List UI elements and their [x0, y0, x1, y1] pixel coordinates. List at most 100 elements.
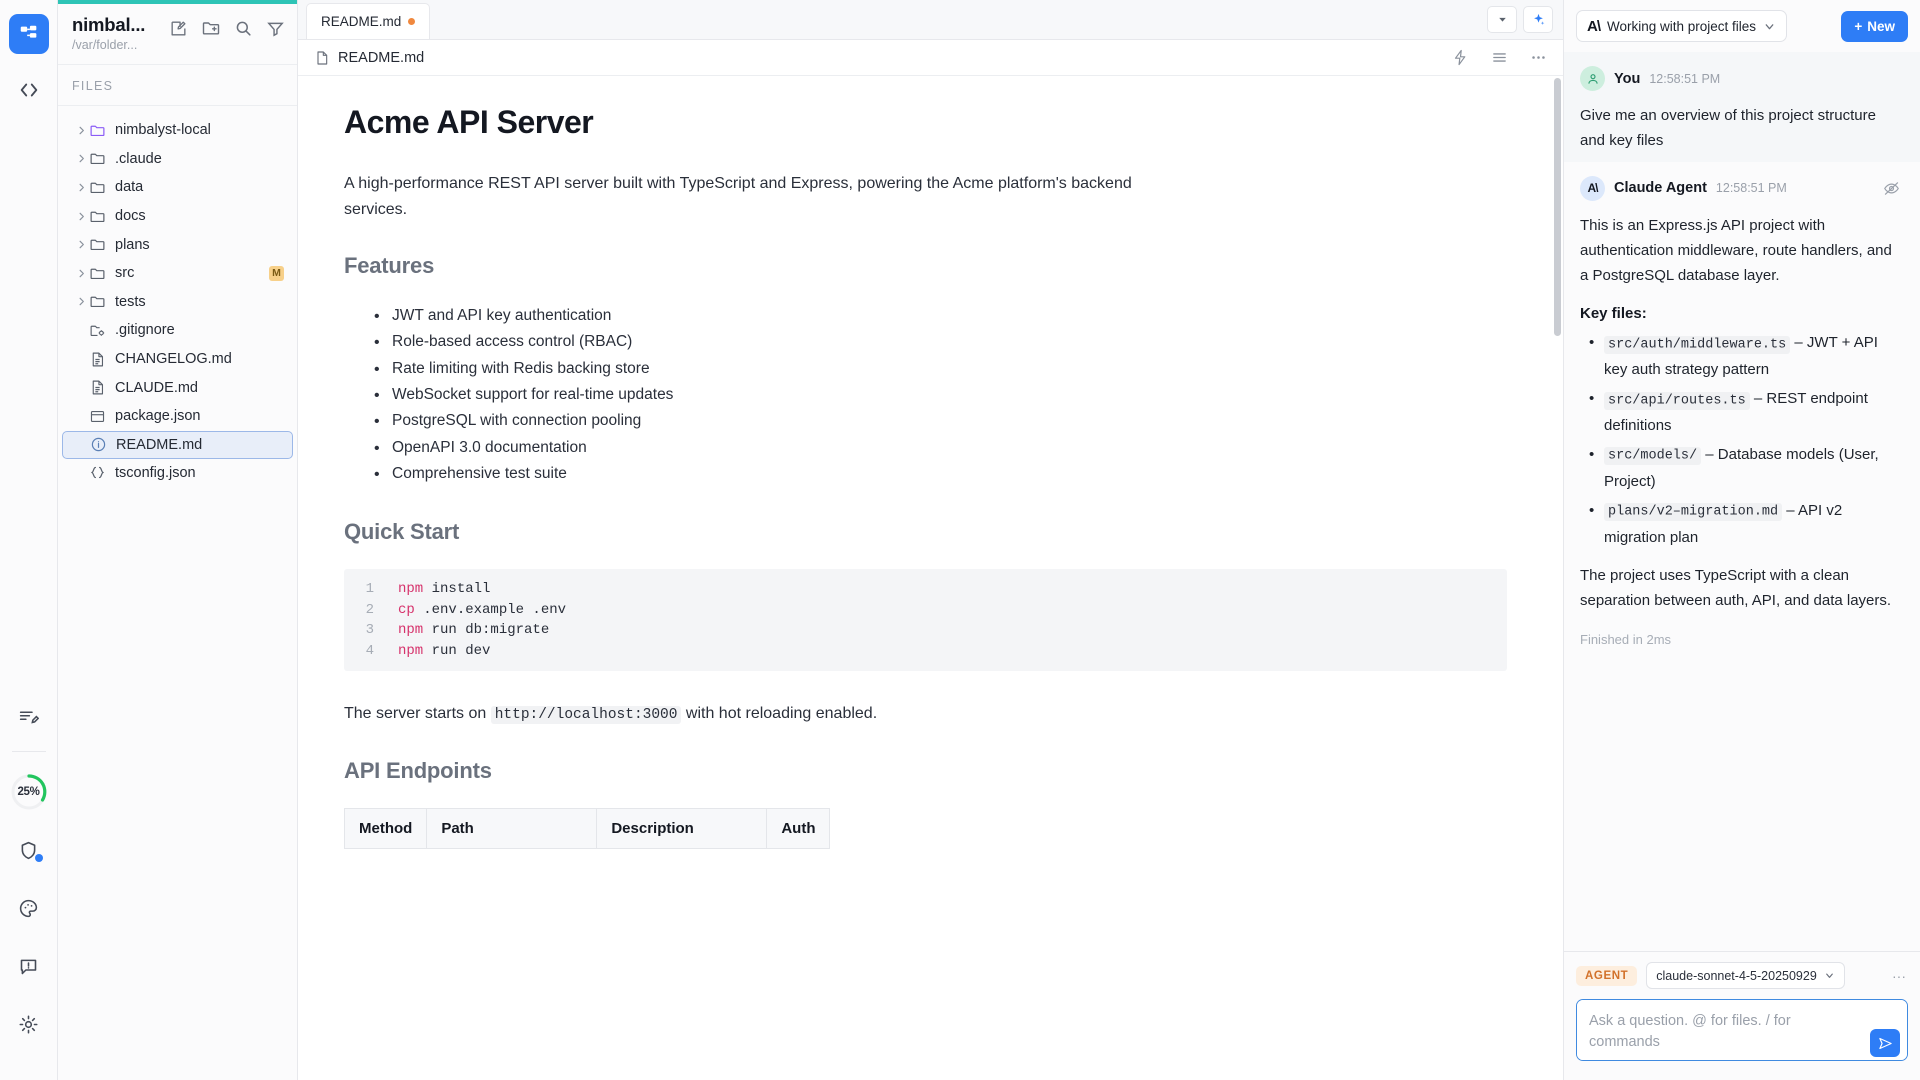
project-path: /var/folder... [72, 38, 138, 52]
avatar [1580, 66, 1605, 91]
folder-icon [89, 122, 111, 139]
table-column-header: Path [426, 807, 598, 849]
shield-icon[interactable] [7, 828, 51, 872]
message-time: 12:58:51 PM [1715, 181, 1787, 196]
folder-icon [89, 179, 111, 196]
document-scrollbar[interactable] [1554, 78, 1561, 336]
file-tree-item-label: tsconfig.json [115, 464, 196, 481]
file-tree-item[interactable]: .claude [62, 145, 293, 174]
message-assistant: A\ Claude Agent 12:58:51 PM This is an E… [1564, 162, 1920, 655]
message-text: Give me an overview of this project stru… [1580, 107, 1876, 149]
chevron-right-icon[interactable] [74, 211, 89, 222]
context-selector[interactable]: A\ Working with project files [1576, 10, 1788, 42]
code-line: 4 npm run dev [344, 641, 1507, 662]
feature-item: JWT and API key authentication [344, 303, 1507, 331]
line-number: 1 [365, 581, 374, 598]
chat-header: A\ Working with project files + New [1564, 0, 1920, 52]
table-column-header: Method [343, 807, 428, 849]
endpoints-heading: API Endpoints [344, 757, 492, 783]
context-usage-ring[interactable]: 25% [7, 770, 51, 814]
notes-edit-icon[interactable] [7, 695, 51, 739]
outline-icon[interactable] [1491, 49, 1508, 66]
model-selector[interactable]: claude-sonnet-4-5-20250929 [1646, 962, 1845, 989]
chat-input[interactable] [1576, 999, 1908, 1061]
filter-icon[interactable] [266, 19, 285, 38]
chevron-right-icon[interactable] [74, 296, 89, 307]
chevron-down-icon[interactable] [1487, 6, 1517, 33]
rail-divider [11, 751, 46, 752]
tab-readme[interactable]: README.md [306, 3, 431, 39]
file-tree-item[interactable]: package.json [62, 402, 293, 431]
chevron-right-icon[interactable] [74, 125, 89, 136]
palette-icon[interactable] [7, 886, 51, 930]
code-text: cp .env.example .env [398, 601, 567, 618]
table-column-header: Description [596, 807, 768, 849]
features-list: JWT and API key authenticationRole-based… [344, 303, 1507, 489]
file-tree-item[interactable]: data [62, 173, 293, 202]
new-chat-button[interactable]: + New [1841, 10, 1908, 42]
file-tree-item[interactable]: tsconfig.json [62, 459, 293, 488]
key-file-item: src/auth/middleware.ts – JWT + API key a… [1580, 330, 1900, 384]
status-badge: M [269, 265, 284, 281]
file-tree-item[interactable]: CLAUDE.md [62, 373, 293, 402]
markdown-preview: Acme API Server A high-performance REST … [298, 76, 1563, 849]
file-tree-item-label: tests [115, 293, 146, 310]
code-text: npm run dev [398, 642, 491, 659]
assistant-intro: This is an Express.js API project with a… [1580, 216, 1892, 284]
key-file-item: plans/v2–migration.md – API v2 migration… [1580, 498, 1900, 552]
message-time: 12:58:51 PM [1649, 71, 1721, 86]
doc-title: Acme API Server [344, 104, 594, 140]
code-brackets-icon[interactable] [7, 68, 51, 112]
gear-icon[interactable] [7, 1002, 51, 1046]
file-tree-item-label: CHANGELOG.md [115, 351, 232, 368]
file-tree-item[interactable]: docs [62, 202, 293, 231]
server-note-after: with hot reloading enabled. [681, 705, 878, 723]
file-icon [89, 379, 111, 396]
chevron-right-icon[interactable] [74, 268, 89, 279]
chevron-right-icon[interactable] [74, 153, 89, 164]
anthropic-logo-icon: A\ [1587, 17, 1601, 35]
chevron-right-icon[interactable] [74, 239, 89, 250]
file-tree-item[interactable]: nimbalyst-local [62, 116, 293, 145]
line-number: 4 [365, 642, 374, 659]
file-tree-item[interactable]: tests [62, 288, 293, 317]
chat-messages[interactable]: You 12:58:51 PM Give me an overview of t… [1564, 52, 1920, 951]
file-icon [89, 351, 111, 368]
composer-overflow-button[interactable]: ··· [1892, 967, 1906, 984]
new-file-icon[interactable] [169, 19, 188, 38]
document-scroll-area[interactable]: Acme API Server A high-performance REST … [298, 76, 1563, 1080]
app-logo-icon[interactable] [8, 14, 49, 54]
context-label: Working with project files [1607, 18, 1757, 34]
hide-thinking-icon[interactable] [1883, 180, 1900, 197]
alert-message-icon[interactable] [7, 944, 51, 988]
chevron-right-icon[interactable] [74, 182, 89, 193]
server-note: The server starts on http://localhost:30… [344, 701, 1144, 727]
more-horizontal-icon[interactable] [1530, 49, 1547, 66]
file-tree-item-label: CLAUDE.md [115, 379, 198, 396]
feature-item: WebSocket support for real-time updates [344, 382, 1507, 410]
file-tree-item-selected[interactable]: README.md [62, 430, 293, 459]
new-folder-icon[interactable] [201, 18, 221, 38]
file-path-code: src/models/ [1604, 447, 1702, 466]
file-description: – REST endpoint definitions [1604, 390, 1868, 435]
send-button[interactable] [1870, 1029, 1900, 1057]
finished-status: Finished in 2ms [1580, 632, 1672, 648]
tab-label: README.md [321, 14, 402, 29]
file-tree-item-label: data [115, 179, 144, 196]
project-name: nimbal... [72, 14, 146, 35]
sparkle-icon[interactable] [1523, 6, 1553, 33]
file-icon [314, 50, 330, 66]
file-description: – JWT + API key auth strategy pattern [1604, 334, 1878, 379]
file-tree-item[interactable]: plans [62, 230, 293, 259]
file-tree-item[interactable]: CHANGELOG.md [62, 345, 293, 374]
file-tree-item-label: nimbalyst-local [115, 122, 211, 139]
folder-icon [89, 293, 111, 310]
folder-icon [89, 236, 111, 253]
lightning-icon[interactable] [1452, 49, 1469, 66]
search-icon[interactable] [234, 19, 253, 38]
files-section-label: FILES [58, 65, 297, 106]
unsaved-dot-icon [408, 18, 416, 25]
file-tree-item[interactable]: .gitignore [62, 316, 293, 345]
